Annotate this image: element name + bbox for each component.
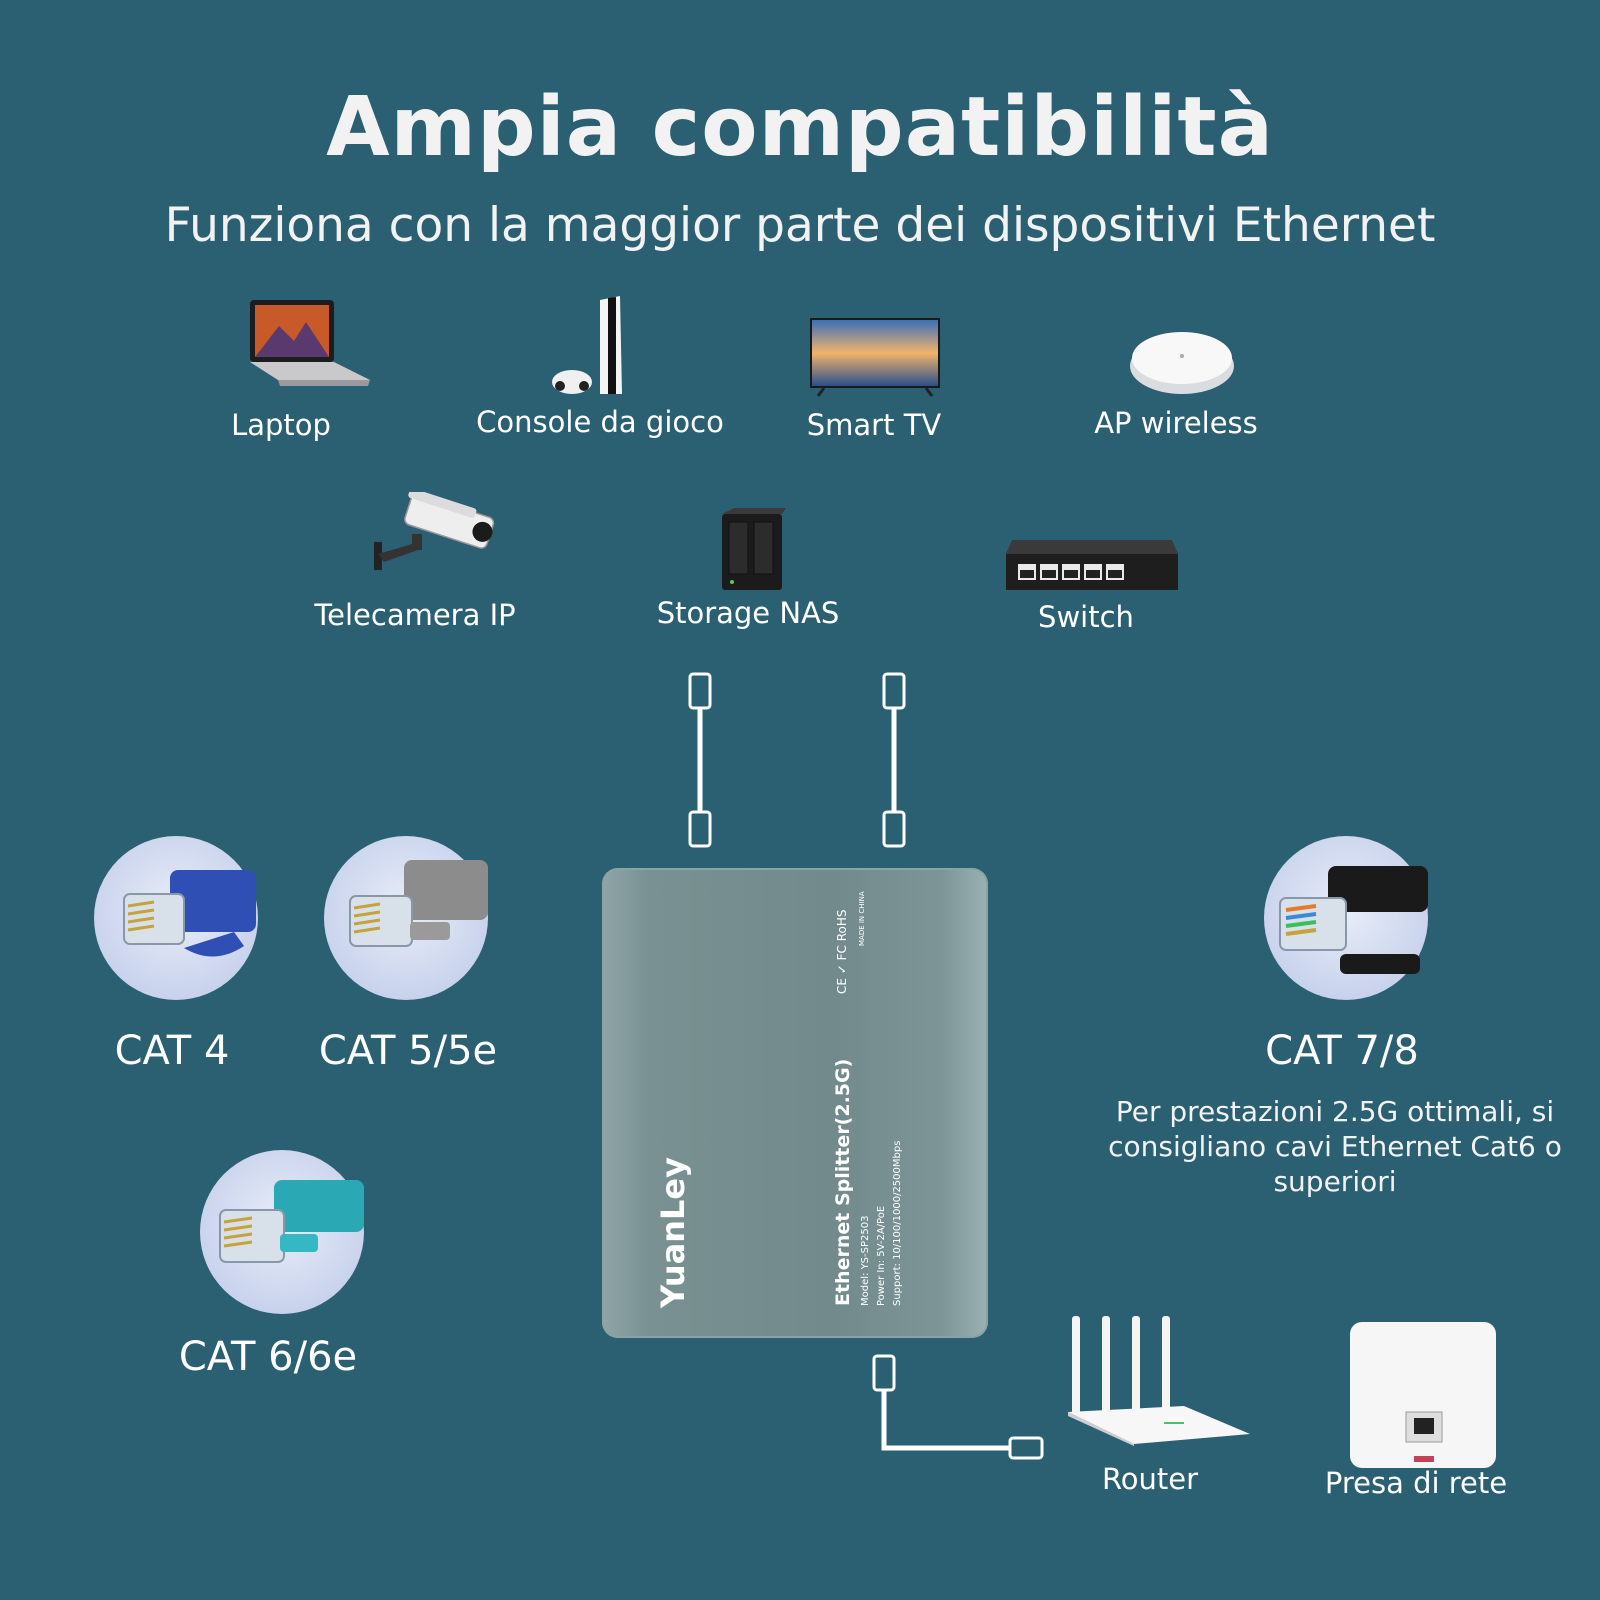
splitter-certifications: CE ✓ FC RoHS [835, 909, 849, 994]
cable-circle [200, 1150, 364, 1314]
device-label: Router [1101, 1462, 1199, 1496]
ethernet-cable-right [882, 672, 906, 848]
device-label: Presa di rete [1324, 1466, 1508, 1500]
device-label: Smart TV [806, 408, 942, 442]
device-label: Switch [1038, 600, 1134, 634]
device-label: AP wireless [1094, 406, 1258, 440]
cable-label: CAT 6/6e [178, 1334, 358, 1380]
ethernet-cable-left [688, 672, 712, 848]
laptop-icon [250, 300, 370, 386]
wireless-ap-icon [1130, 332, 1234, 394]
router-icon [1068, 1316, 1250, 1446]
cable-circle [94, 836, 258, 1000]
device-label: Telecamera IP [314, 598, 516, 632]
splitter-support: Support: 10/100/1000/2500Mbps [892, 1140, 903, 1306]
ethernet-cable-bottom [872, 1354, 1044, 1460]
splitter-brand: YuanLey [654, 1157, 692, 1308]
rj45-cat6-icon [219, 1180, 364, 1263]
splitter-name: Ethernet Splitter(2.5G) [832, 1058, 854, 1306]
cable-label: CAT 4 [114, 1028, 230, 1074]
smart-tv-icon [810, 318, 940, 397]
device-label: Console da gioco [476, 405, 724, 439]
ip-camera-icon [374, 492, 495, 570]
cable-label: CAT 5/5e [318, 1028, 498, 1074]
splitter-model: Model: YS-SP2503 [860, 1215, 871, 1306]
page-subtitle: Funziona con la maggior parte dei dispos… [164, 198, 1436, 253]
device-label: Laptop [231, 408, 331, 442]
cable-circle [1264, 836, 1428, 1000]
rj45-cat7-icon [1279, 866, 1428, 974]
wall-socket-icon [1350, 1322, 1496, 1468]
cable-circle [324, 836, 488, 1000]
game-console-icon [552, 296, 622, 394]
splitter-power: Power In: 5V-2A/PoE [876, 1205, 887, 1306]
ethernet-splitter: YuanLey Ethernet Splitter(2.5G) Model: Y… [602, 868, 988, 1338]
splitter-origin: MADE IN CHINA [858, 891, 866, 946]
page-title: Ampia compatibilità [326, 80, 1274, 175]
rj45-cat4-icon [123, 870, 256, 957]
switch-icon [1006, 540, 1178, 590]
top-cables [688, 672, 906, 848]
recommendation-note: Per prestazioni 2.5G ottimali, si consig… [1108, 1095, 1562, 1198]
nas-icon [722, 508, 786, 590]
device-label: Storage NAS [656, 596, 840, 630]
rj45-cat5-icon [349, 860, 488, 947]
cable-label: CAT 7/8 [1265, 1028, 1419, 1074]
